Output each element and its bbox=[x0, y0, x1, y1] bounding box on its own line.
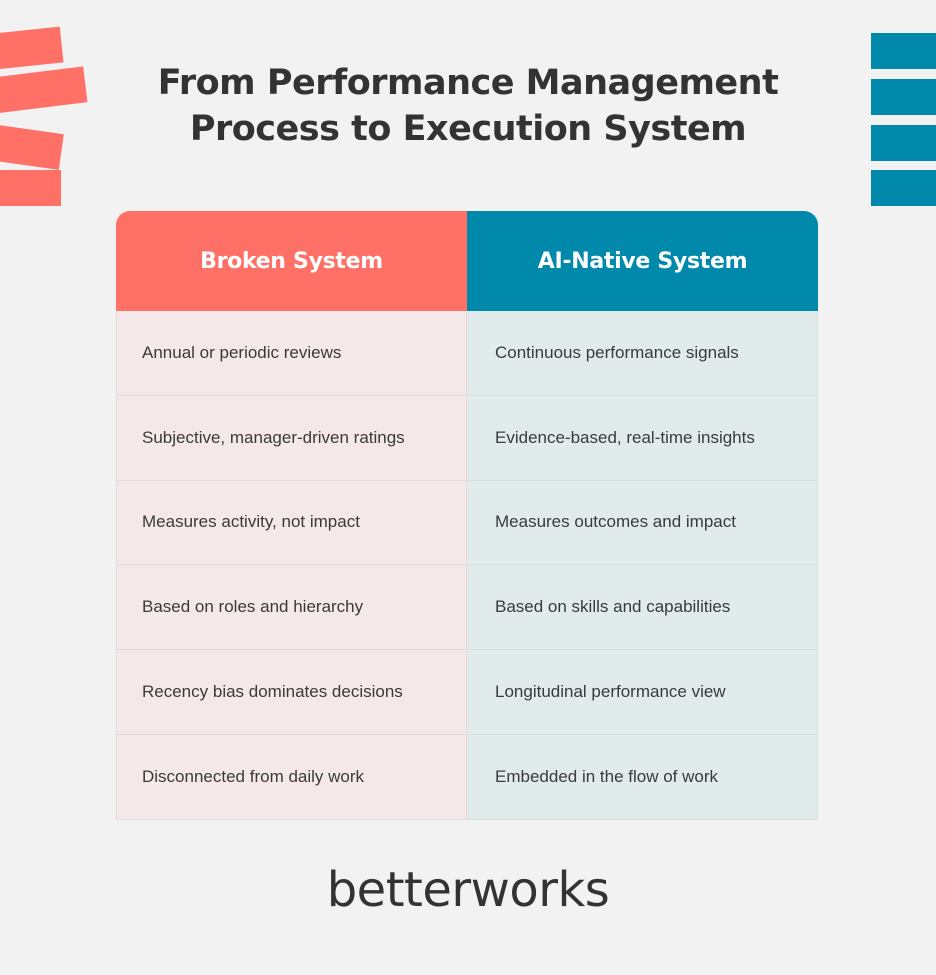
comparison-table: Broken System AI-Native System Annual or… bbox=[116, 211, 818, 820]
table-cell: Measures outcomes and impact bbox=[467, 481, 817, 566]
teal-bar-2 bbox=[871, 79, 936, 115]
table-cell: Based on roles and hierarchy bbox=[117, 565, 466, 651]
header-broken-system: Broken System bbox=[116, 211, 467, 311]
table-cell: Based on skills and capabilities bbox=[467, 565, 817, 651]
table-cell: Continuous performance signals bbox=[467, 311, 817, 396]
table-cell: Annual or periodic reviews bbox=[117, 311, 466, 396]
table-cell: Disconnected from daily work bbox=[117, 735, 466, 820]
table-cell: Subjective, manager-driven ratings bbox=[117, 396, 466, 481]
ai-native-system-column: Continuous performance signals Evidence-… bbox=[467, 311, 818, 820]
table-cell: Measures activity, not impact bbox=[117, 481, 466, 566]
title-line-1: From Performance Management bbox=[157, 63, 779, 103]
coral-bar-4 bbox=[0, 170, 61, 206]
broken-system-column: Annual or periodic reviews Subjective, m… bbox=[116, 311, 467, 820]
betterworks-logo: betterworks bbox=[326, 862, 610, 918]
table-header: Broken System AI-Native System bbox=[116, 211, 818, 311]
title-line-2: Process to Execution System bbox=[189, 109, 747, 149]
table-cell: Recency bias dominates decisions bbox=[117, 650, 466, 735]
table-body: Annual or periodic reviews Subjective, m… bbox=[116, 311, 818, 820]
page-title: From Performance Management Process to E… bbox=[0, 60, 936, 152]
teal-bar-4 bbox=[871, 170, 936, 206]
teal-bar-1 bbox=[871, 33, 936, 69]
table-cell: Evidence-based, real-time insights bbox=[467, 396, 817, 481]
table-cell: Longitudinal performance view bbox=[467, 650, 817, 735]
header-ai-native-system: AI-Native System bbox=[467, 211, 818, 311]
table-cell: Embedded in the flow of work bbox=[467, 735, 817, 820]
teal-bar-3 bbox=[871, 125, 936, 161]
